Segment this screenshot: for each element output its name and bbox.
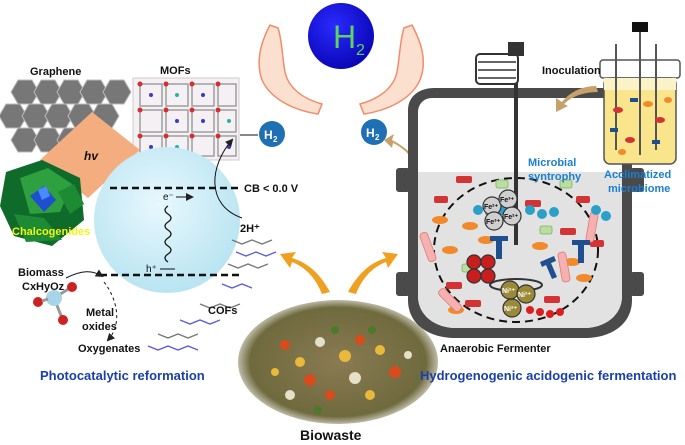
red-cluster — [466, 254, 496, 284]
ni-cluster — [500, 280, 536, 318]
hands-h2-group: H 2 — [258, 3, 424, 115]
microbial-line-1: Microbial — [528, 157, 576, 169]
cb-label: CB < 0.0 V — [244, 183, 299, 195]
biowaste-label: Biowaste — [300, 427, 362, 443]
fermenter-microbes: Fe²⁺ Fe³⁺ Fe³⁺ Fe²⁺ Ni²⁺ Ni²⁺ Ni²⁺ — [419, 176, 611, 318]
metal-label-line-2: oxides — [82, 321, 117, 333]
ni-ion-1: Ni²⁺ — [502, 288, 515, 295]
right-hand-shape — [358, 24, 424, 115]
hv-label: hv — [84, 149, 99, 163]
hole-label: h⁺ — [146, 264, 157, 275]
oxygenates-label: Oxygenates — [78, 343, 140, 355]
acclimatized-line-1: Acclimatized — [604, 169, 671, 181]
oxygenates-arrow — [103, 281, 118, 342]
h2-right-circle — [361, 119, 387, 145]
proton-label: 2H⁺ — [240, 223, 260, 235]
semiconductor-sphere — [94, 147, 240, 293]
h2-right-subscript: 2 — [375, 133, 380, 142]
inoculation-arrow — [556, 86, 598, 112]
ni-ion-3: Ni²⁺ — [504, 306, 517, 313]
big-h2-subscript: 2 — [356, 42, 365, 59]
biomass-formula: CxHyOz — [22, 281, 65, 293]
h2-right-text: H — [366, 126, 375, 140]
mofs-structure — [132, 77, 240, 161]
excitation-wave — [164, 205, 172, 263]
microbial-line-2: syntrophy — [528, 171, 582, 183]
graphene-label: Graphene — [30, 66, 81, 78]
h2-left-circle — [259, 121, 285, 147]
fermenter-label: Anaerobic Fermenter — [440, 343, 551, 355]
electron-label: e⁻ — [163, 192, 174, 203]
fe-ion-3: Fe³⁺ — [486, 219, 501, 226]
ni-ion-2: Ni²⁺ — [518, 292, 531, 299]
chalcogenides-structure — [0, 160, 84, 246]
chalcogenides-label: Chalcogenides — [12, 226, 90, 238]
biowaste-image — [238, 300, 438, 424]
orange-arrow-left — [280, 252, 330, 294]
fe-ion-1: Fe²⁺ — [484, 204, 499, 211]
fe-cluster — [482, 189, 522, 231]
h2-left-text: H — [264, 128, 273, 142]
acclimatized-line-2: microbiome — [608, 183, 670, 195]
cofs-label: COFs — [208, 305, 237, 317]
h2-left-subscript: 2 — [273, 135, 278, 144]
biomass-label: Biomass — [18, 267, 64, 279]
metal-oxide-molecule — [33, 282, 77, 325]
cofs-structure — [147, 239, 277, 351]
fermentation-title: Hydrogenogenic acidogenic fermentation — [420, 368, 676, 383]
inoculum-reactor — [599, 22, 681, 165]
big-h2-circle — [308, 3, 374, 69]
orange-arrow-right — [348, 252, 398, 294]
photocatalytic-title: Photocatalytic reformation — [40, 368, 205, 383]
fe-ion-4: Fe²⁺ — [504, 214, 519, 221]
metal-label-line-1: Metal — [86, 307, 114, 319]
big-h2-text: H — [333, 19, 356, 55]
proton-to-h2-arrow — [214, 138, 243, 219]
biomass-arrow — [65, 269, 104, 279]
mofs-label: MOFs — [160, 65, 191, 77]
fe-ion-2: Fe³⁺ — [500, 197, 515, 204]
left-hand-shape — [258, 24, 324, 115]
inoculation-label: Inoculation — [542, 65, 601, 77]
